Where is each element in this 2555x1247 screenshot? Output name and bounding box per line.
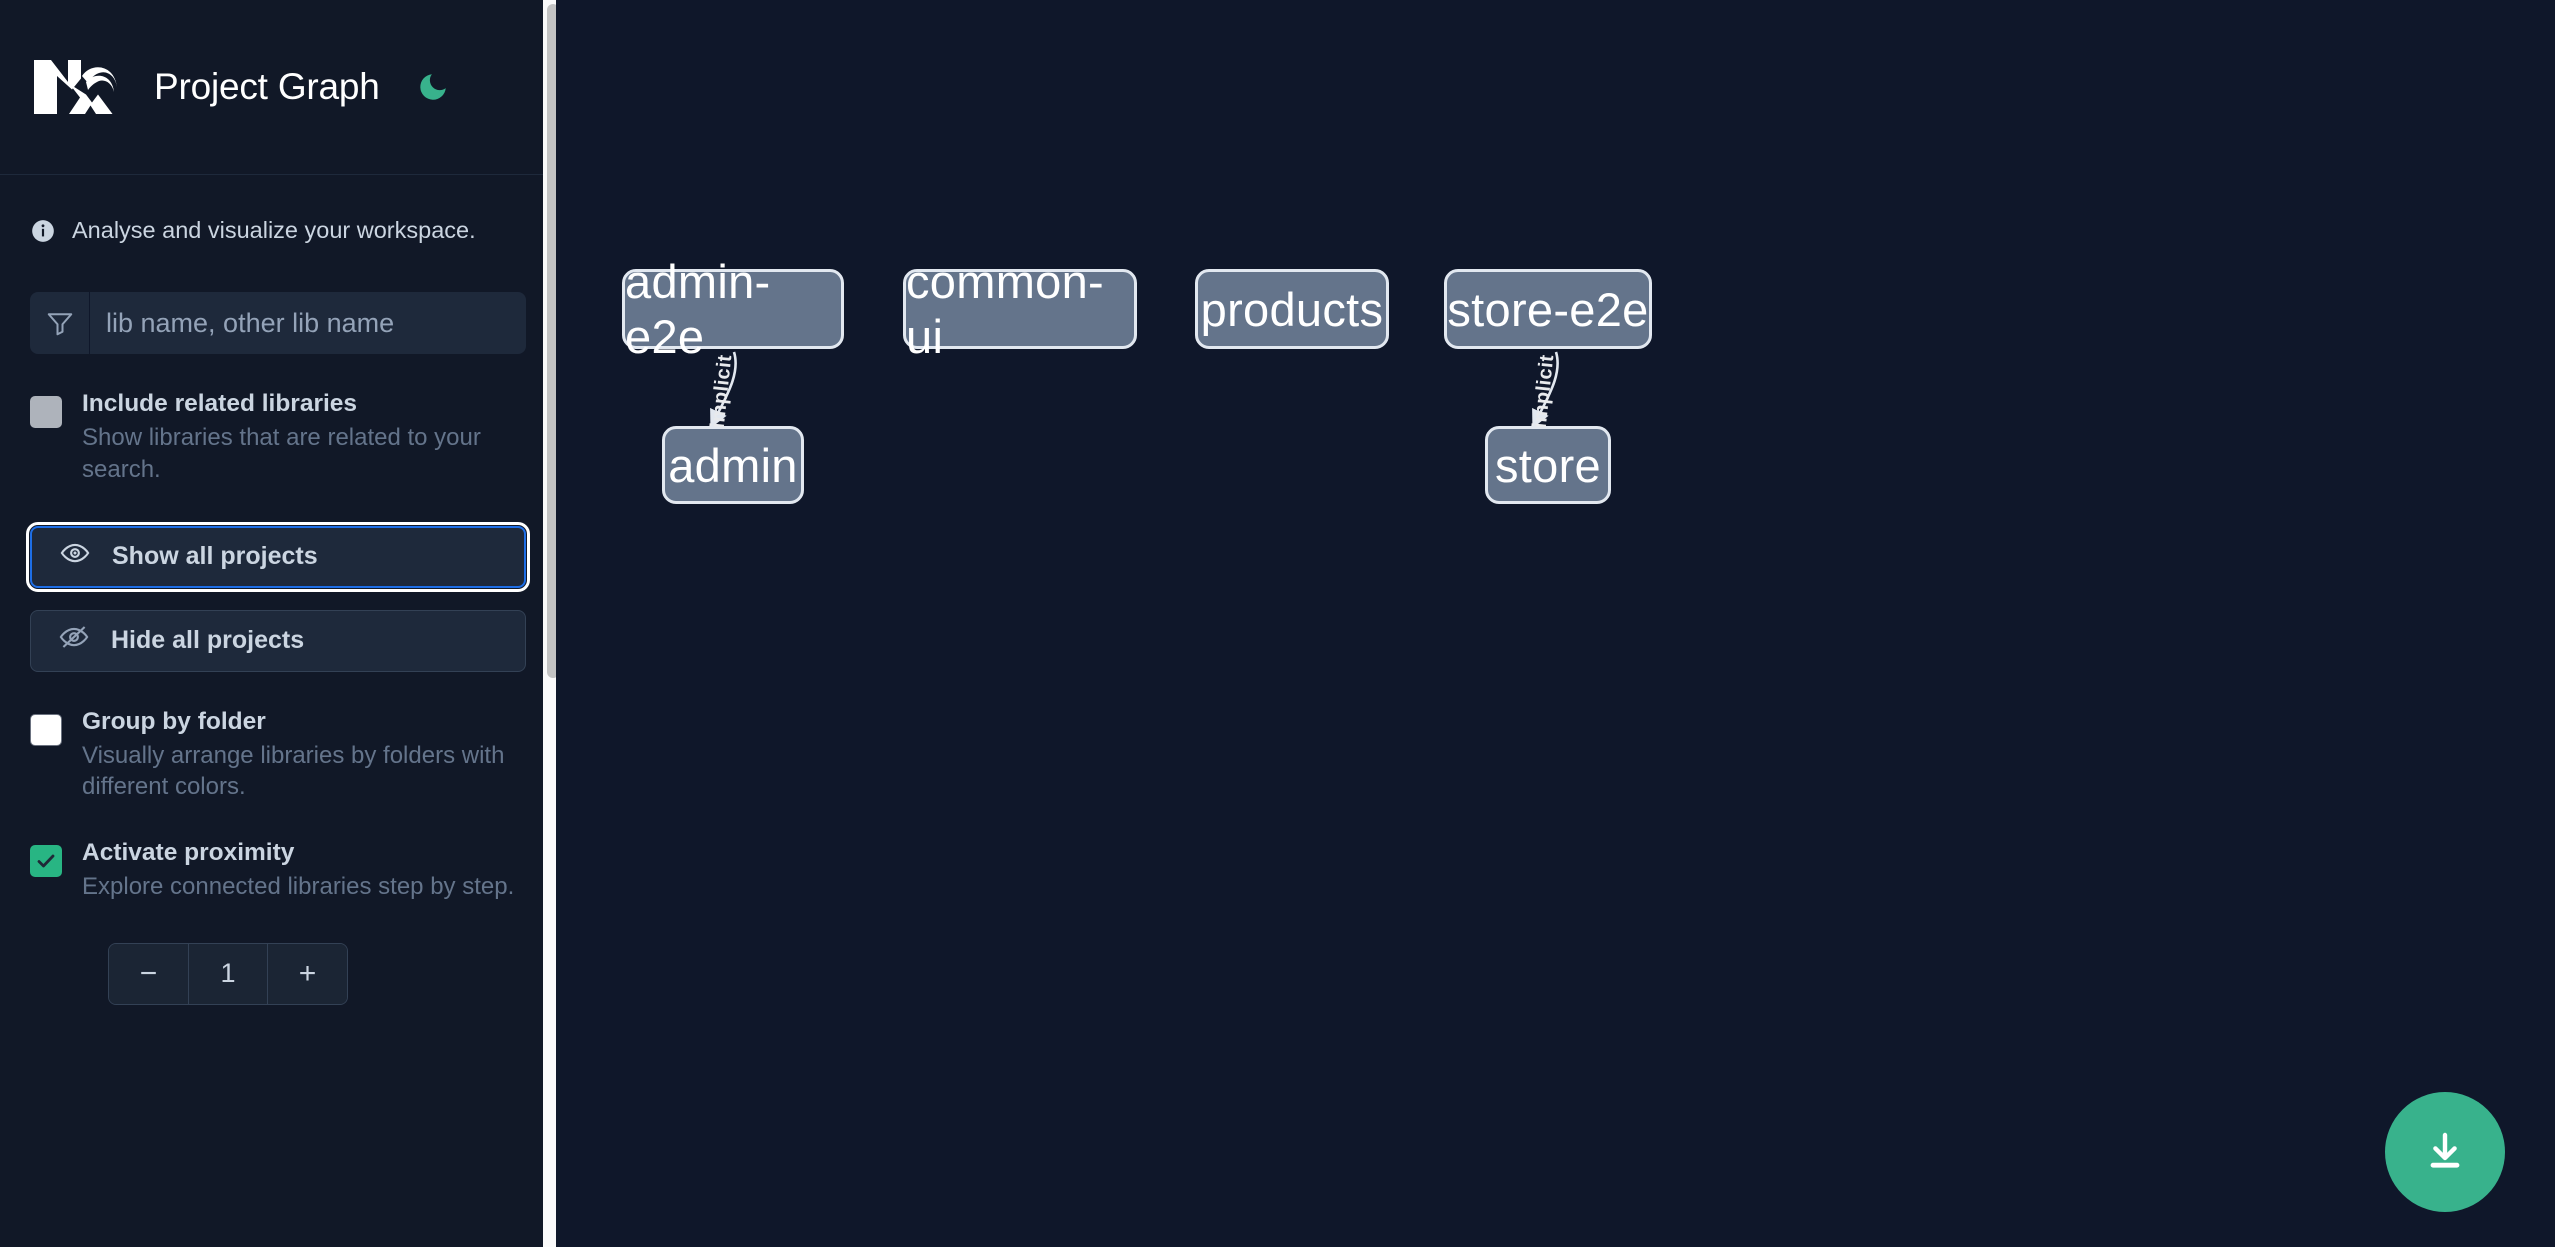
download-graph-button[interactable] [2385, 1092, 2505, 1212]
checkbox-cell [30, 390, 82, 486]
eye-icon [60, 538, 90, 575]
checkbox-cell [30, 839, 82, 903]
page-title: Project Graph [154, 66, 380, 107]
graph-node-admin[interactable]: admin [662, 426, 804, 504]
sidebar-header: Project Graph [0, 0, 556, 175]
option-activate-proximity: Activate proximity Explore connected lib… [30, 839, 526, 903]
tagline-text: Analyse and visualize your workspace. [72, 217, 476, 244]
graph-node-label: admin [668, 438, 798, 492]
option-group-by-folder: Group by folder Visually arrange librari… [30, 708, 526, 804]
edge-store-e2e-to-store [1532, 351, 1559, 429]
graph-node-admin-e2e[interactable]: admin-e2e [622, 255, 844, 363]
eye-off-icon [59, 622, 89, 659]
graph-node-common-ui[interactable]: common-ui [903, 255, 1137, 363]
activate-proximity-checkbox[interactable] [30, 845, 62, 878]
graph-node-label: admin-e2e [625, 255, 771, 363]
graph-node-store[interactable]: store [1485, 426, 1611, 504]
filter-search-box[interactable] [30, 292, 526, 354]
graph-node-label: store [1495, 438, 1601, 492]
proximity-stepper: − 1 + [108, 942, 348, 1005]
filter-icon-glyph [47, 313, 72, 336]
graph-canvas[interactable]: admin-e2e common-ui products store-e2e a… [556, 0, 2555, 1247]
sidebar-body: Analyse and visualize your workspace. In… [0, 175, 556, 1247]
sidebar: Project Graph Analyse and visualize your… [0, 0, 556, 1247]
option-title: Activate proximity [82, 839, 295, 867]
option-text: Activate proximity Explore connected lib… [82, 839, 526, 903]
download-icon [2430, 1132, 2460, 1168]
graph-node-label: store-e2e [1447, 282, 1649, 336]
graph-node-label: products [1200, 282, 1384, 336]
moon-icon-glyph [419, 74, 446, 100]
nx-logo [34, 60, 117, 114]
graph-node-store-e2e[interactable]: store-e2e [1444, 269, 1652, 349]
show-all-projects-label: Show all projects [112, 542, 318, 571]
check-icon [37, 854, 55, 868]
option-text: Group by folder Visually arrange librari… [82, 708, 526, 804]
checkbox-cell [30, 708, 82, 804]
show-all-projects-button[interactable]: Show all projects [26, 521, 530, 592]
filter-icon [30, 292, 90, 354]
option-include-related-libraries: Include related libraries Show libraries… [30, 390, 526, 486]
project-visibility-buttons: Show all projects Hide all projects [26, 521, 530, 672]
option-text: Include related libraries Show libraries… [82, 390, 526, 486]
option-description: Visually arrange libraries by folders wi… [82, 741, 505, 801]
edge-admin-e2e-to-admin [710, 351, 737, 429]
graph-node-products[interactable]: products [1195, 269, 1389, 349]
option-description: Show libraries that are related to your … [82, 424, 481, 483]
proximity-increment-button[interactable]: + [267, 943, 347, 1004]
graph-edges-layer [710, 351, 1559, 429]
hide-all-projects-button[interactable]: Hide all projects [30, 609, 526, 672]
option-title: Group by folder [82, 707, 266, 735]
option-description: Explore connected libraries step by step… [82, 873, 515, 901]
proximity-value: 1 [189, 943, 267, 1004]
search-input[interactable] [90, 292, 526, 354]
info-icon [32, 220, 54, 242]
proximity-decrement-button[interactable]: − [109, 943, 189, 1004]
graph-node-label: common-ui [906, 255, 1104, 363]
include-related-libraries-checkbox[interactable] [30, 396, 62, 428]
group-by-folder-checkbox[interactable] [30, 713, 62, 746]
moon-icon[interactable] [410, 64, 456, 110]
option-title: Include related libraries [82, 390, 358, 417]
tagline: Analyse and visualize your workspace. [30, 175, 526, 244]
hide-all-projects-label: Hide all projects [111, 626, 305, 655]
sidebar-scrollbar-thumb[interactable] [547, 4, 556, 678]
